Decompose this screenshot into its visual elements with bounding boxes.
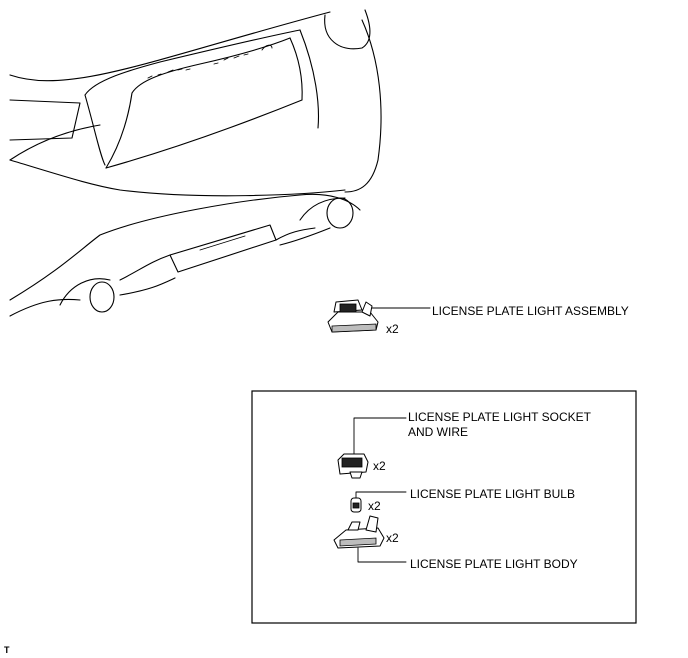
bulb-quantity: x2 bbox=[368, 499, 381, 513]
bulb-label: LICENSE PLATE LIGHT BULB bbox=[410, 487, 575, 501]
vehicle-rear-illustration bbox=[9, 9, 382, 317]
license-plate-light-body-icon bbox=[333, 515, 385, 549]
socket-label-line2: AND WIRE bbox=[408, 425, 468, 439]
license-plate-light-assembly-icon bbox=[327, 299, 379, 333]
exploded-view-frame bbox=[251, 390, 637, 624]
assembly-quantity: x2 bbox=[386, 322, 399, 336]
license-plate-light-bulb-icon bbox=[350, 497, 362, 513]
body-leader-line bbox=[357, 547, 407, 563]
body-label: LICENSE PLATE LIGHT BODY bbox=[410, 557, 578, 571]
socket-quantity: x2 bbox=[373, 459, 386, 473]
corner-mark: T bbox=[4, 645, 10, 655]
bulb-leader-line bbox=[355, 491, 407, 499]
license-plate-light-socket-icon bbox=[337, 453, 369, 479]
body-quantity: x2 bbox=[386, 531, 399, 545]
socket-label-line1: LICENSE PLATE LIGHT SOCKET bbox=[408, 410, 592, 424]
assembly-label: LICENSE PLATE LIGHT ASSEMBLY bbox=[432, 304, 629, 318]
socket-leader-line bbox=[353, 417, 407, 455]
